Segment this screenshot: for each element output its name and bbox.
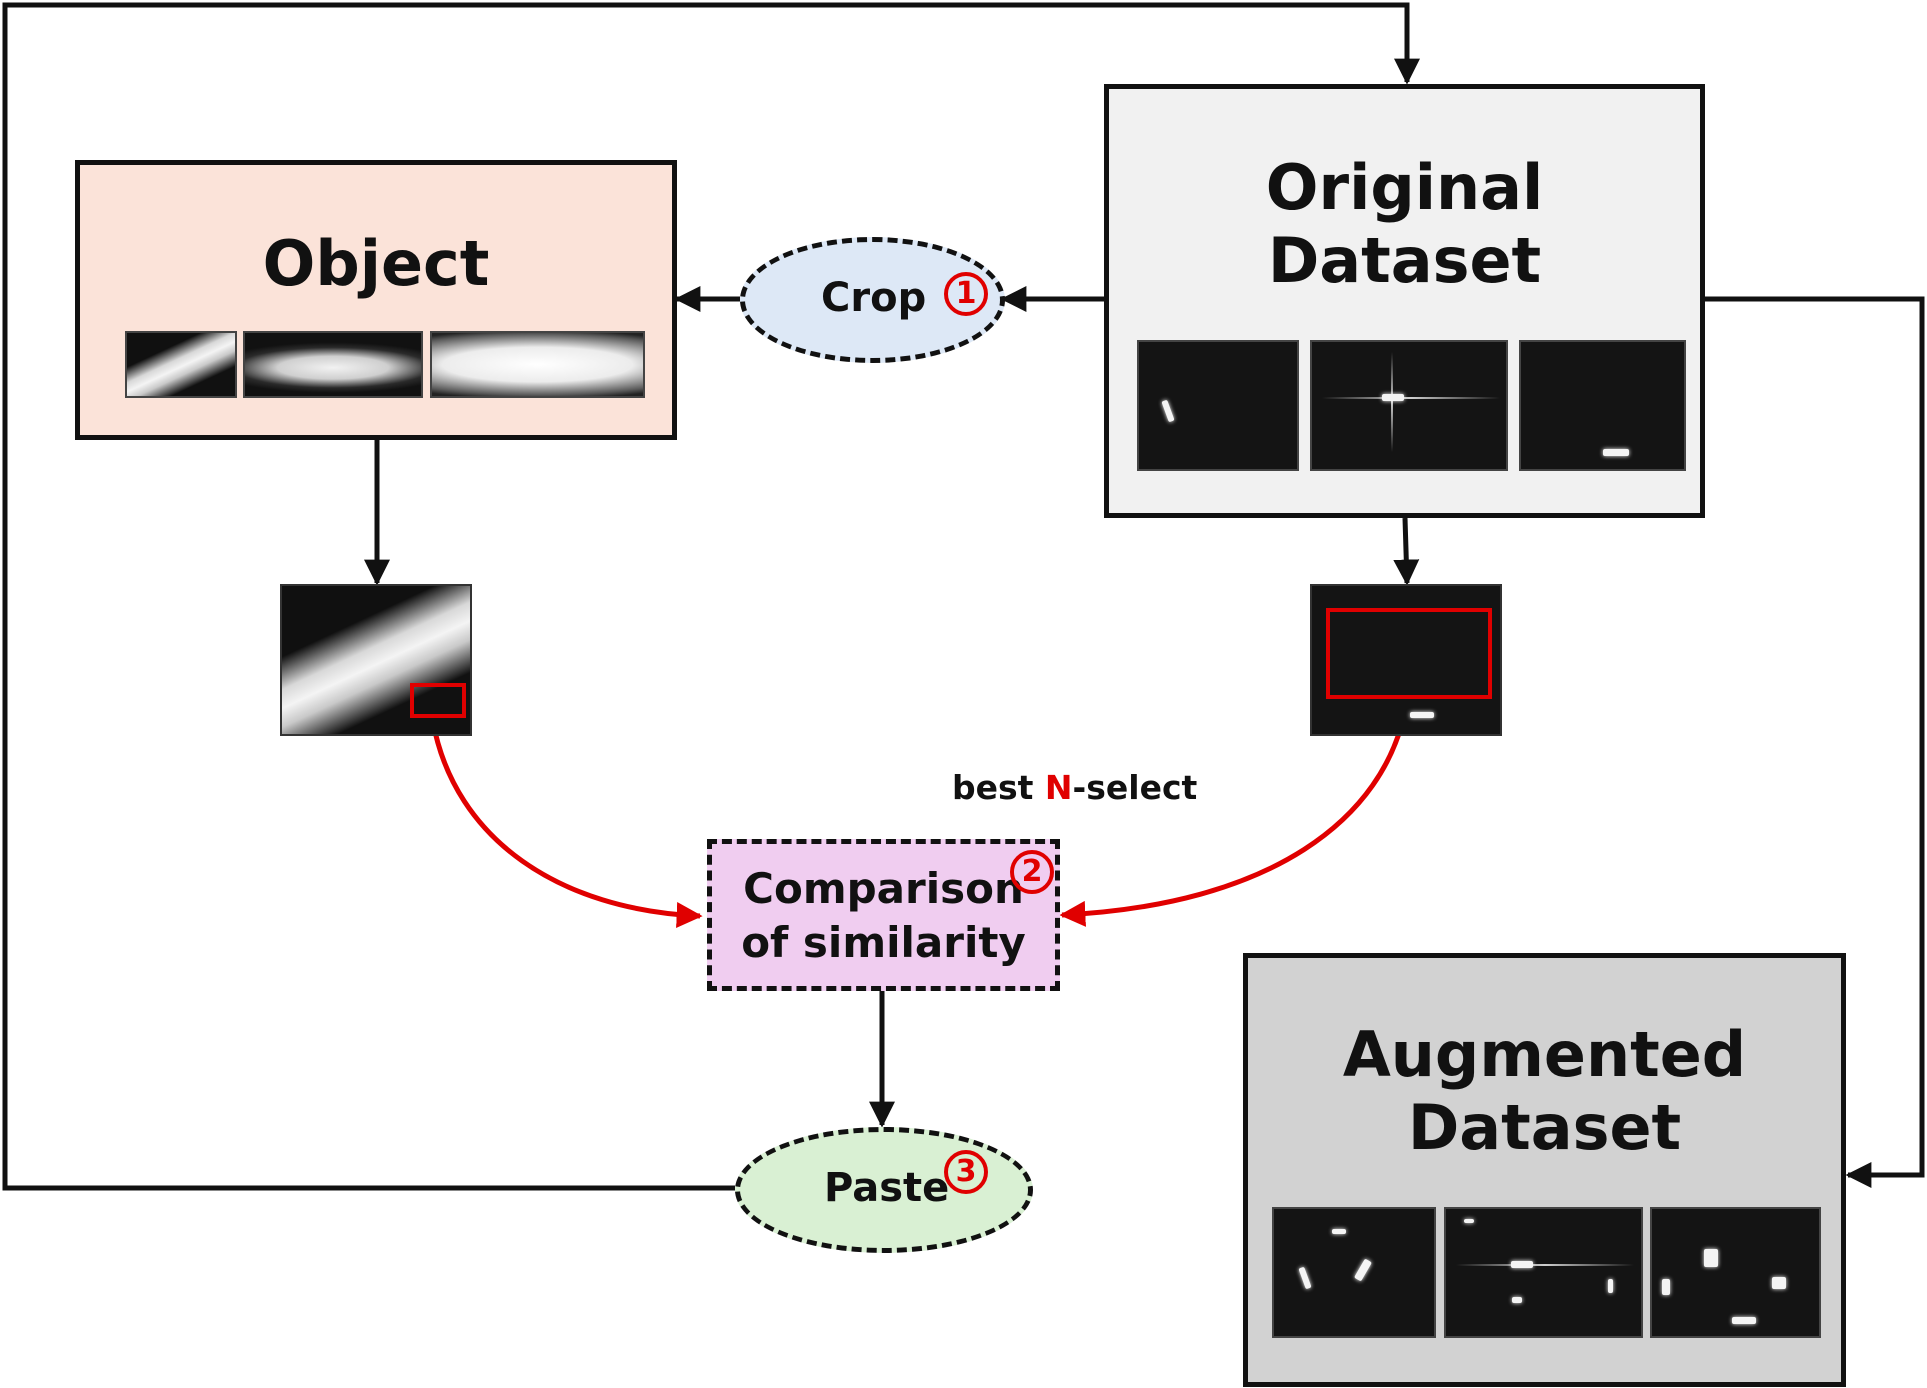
step-number-1: 1: [944, 272, 988, 316]
augmented-title-line2: Dataset: [1407, 1091, 1682, 1165]
paste-node: Paste 3: [735, 1127, 1033, 1253]
annotation-prefix: best: [952, 768, 1045, 807]
object-title: Object: [262, 227, 490, 300]
background-sample-image: [1310, 584, 1502, 736]
object-box: Object: [75, 160, 677, 440]
comparison-of-similarity-node: Comparison of similarity 2: [707, 839, 1060, 991]
original-sample-image-2: [1310, 340, 1508, 471]
augmented-dataset-box: Augmented Dataset: [1243, 953, 1846, 1387]
red-arrow-patch-to-comparison: [430, 721, 703, 928]
original-sample-image-3: [1519, 340, 1686, 471]
crop-label: Crop: [821, 275, 927, 321]
patch-selection-rectangle: [410, 683, 466, 718]
cropped-object-patch: [280, 584, 472, 736]
background-region-rectangle: [1326, 608, 1492, 699]
arrow-original-to-background: [1393, 517, 1420, 586]
red-arrow-background-to-comparison: [1059, 705, 1409, 927]
original-dataset-title: Original Dataset: [1109, 151, 1700, 297]
original-dataset-box: Original Dataset: [1104, 84, 1705, 518]
loop-arrow-paste-to-original: [2, 2, 1420, 1191]
comparison-line1: Comparison: [743, 864, 1024, 913]
original-title-line1: Original: [1265, 151, 1544, 224]
crop-node: Crop 1: [740, 237, 1005, 363]
paste-label: Paste: [824, 1165, 950, 1211]
augmented-title-line1: Augmented: [1342, 1018, 1747, 1091]
augmented-sample-image-3: [1650, 1207, 1821, 1338]
augmented-sample-image-1: [1272, 1207, 1436, 1338]
augmented-sample-image-2: [1444, 1207, 1643, 1338]
comparison-line2: of similarity: [741, 918, 1026, 967]
object-sample-image-3: [430, 331, 645, 398]
best-n-select-annotation: best N-select: [952, 768, 1197, 807]
annotation-suffix: -select: [1072, 768, 1198, 807]
annotation-highlight-n: N: [1044, 768, 1073, 807]
original-title-line2: Dataset: [1267, 224, 1542, 298]
arrow-original-to-augmented: [1703, 296, 1925, 1188]
step-number-2: 2: [1010, 850, 1054, 894]
object-sample-image-2: [243, 331, 423, 398]
object-sample-image-1: [125, 331, 237, 398]
augmented-dataset-title: Augmented Dataset: [1248, 1018, 1841, 1164]
original-sample-image-1: [1137, 340, 1299, 471]
step-number-3: 3: [944, 1150, 988, 1194]
